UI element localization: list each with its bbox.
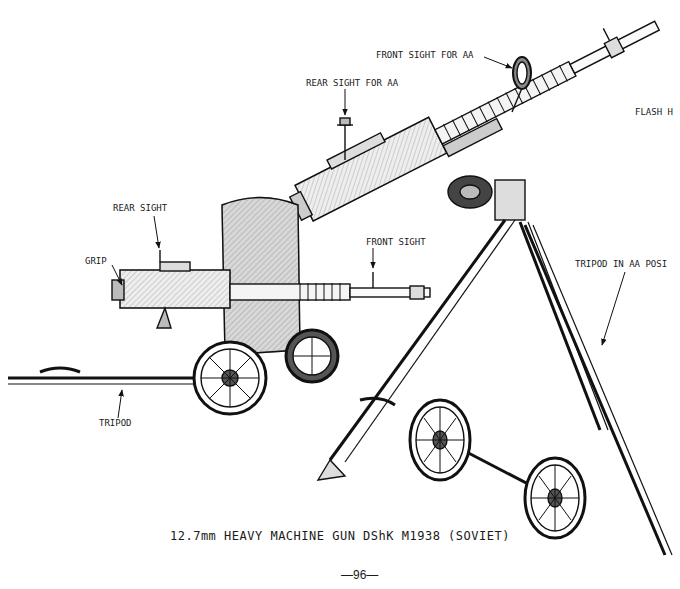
part-label: TRIPOD: [98, 418, 133, 429]
part-label: FRONT SIGHT: [365, 237, 427, 248]
part-label: FRONT SIGHT FOR AA: [375, 50, 475, 61]
part-label: REAR SIGHT FOR AA: [305, 78, 399, 89]
figure-caption: 12.7mm HEAVY MACHINE GUN DShK M1938 (SOV…: [170, 529, 510, 543]
page-number: —96—: [341, 568, 378, 582]
part-label: TRIPOD IN AA POSI: [574, 259, 668, 270]
part-label: REAR SIGHT: [112, 203, 168, 214]
part-label: GRIP: [84, 256, 108, 267]
part-label: FLASH H: [634, 107, 674, 118]
